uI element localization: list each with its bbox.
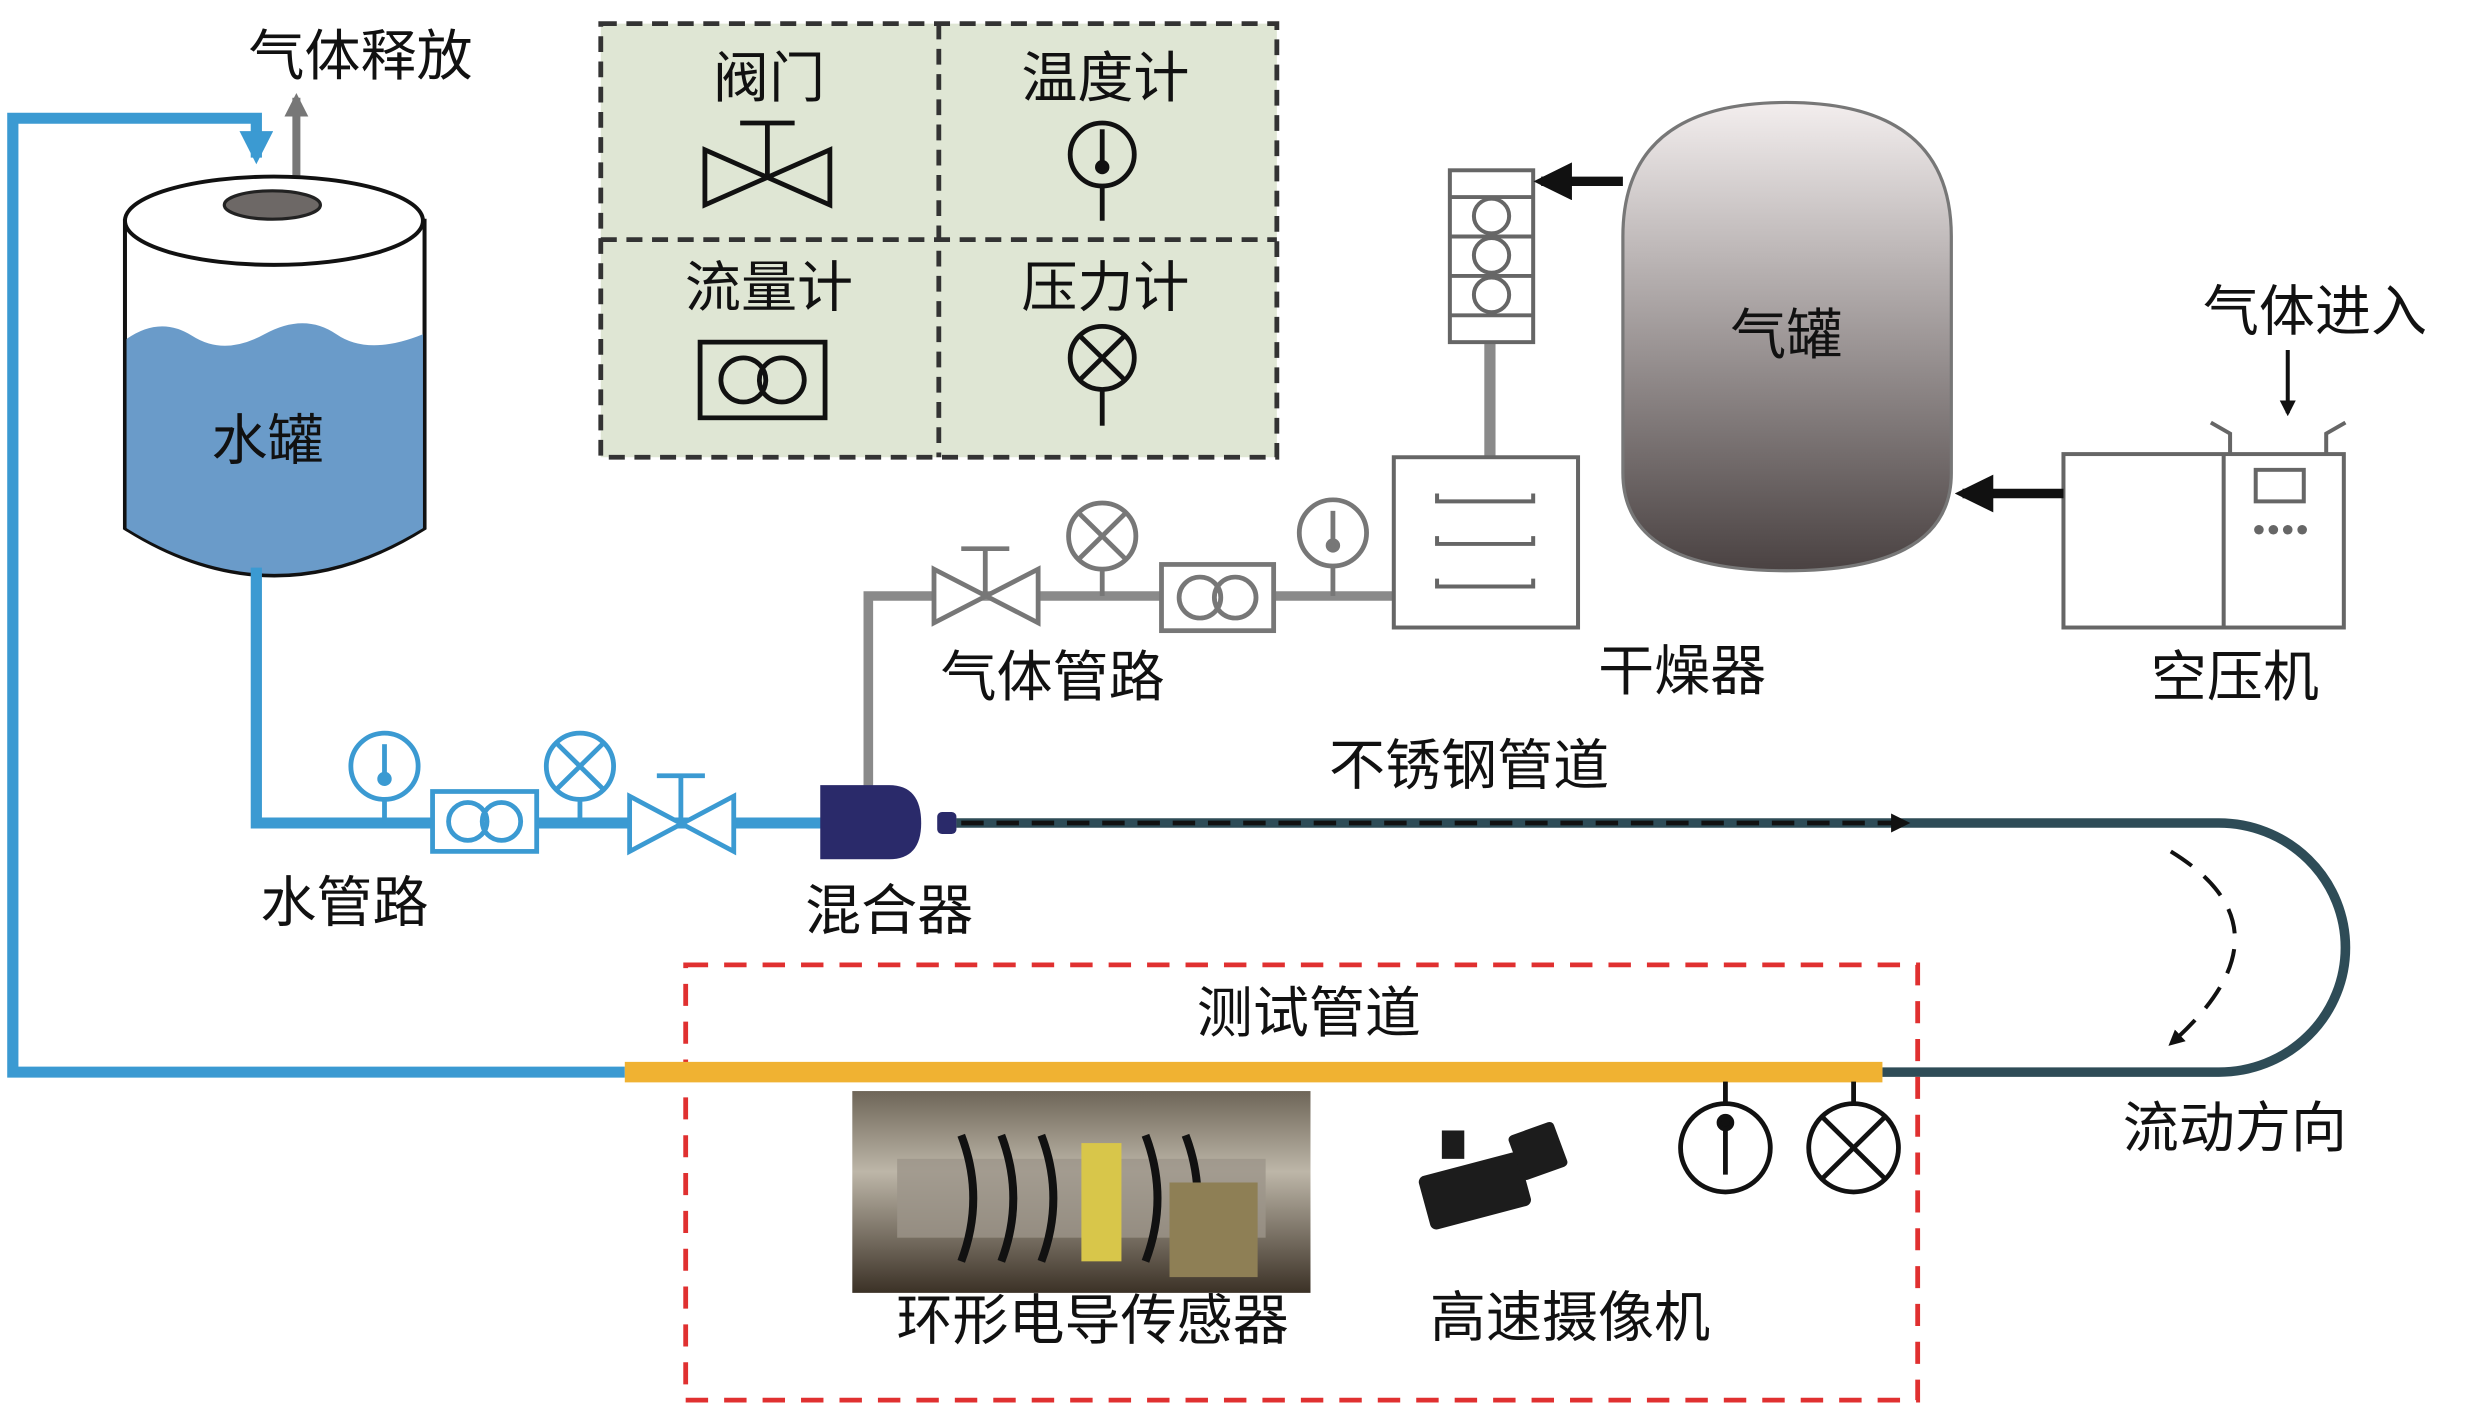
test-pressure-gauge-icon [1806,1081,1901,1195]
valve-icon [702,120,833,209]
water-line-label: 水管路 [260,871,428,935]
water-tank-label: 水罐 [211,409,323,473]
test-pipe-label: 测试管道 [1197,981,1421,1045]
gas-inlet-label: 气体进入 [2203,280,2427,344]
gas-tank: 气罐 [1621,100,1953,573]
legend-valve-label: 阀门 [713,46,825,110]
water-flowmeter-icon [430,789,540,854]
air-compressor [2061,420,2347,630]
legend-box: 阀门 温度计 流量计 压力计 [598,21,1280,460]
dryer [1391,455,1581,630]
conductance-sensor-label: 环形电导传感器 [896,1289,1288,1353]
gas-release-label: 气体释放 [248,24,472,88]
pressure-gauge-icon [1067,324,1137,426]
dryer-label: 干燥器 [1598,639,1766,703]
legend-thermometer-label: 温度计 [1021,46,1189,110]
water-line-pipe [250,567,826,829]
flow-direction-label: 流动方向 [2123,1096,2347,1160]
gas-valve-icon [931,546,1041,627]
water-pressure-gauge-icon [543,730,616,824]
gas-thermometer-icon [1296,497,1369,596]
water-thermometer-icon [348,730,421,824]
water-return-pipe [7,112,625,1078]
test-thermometer-icon [1678,1081,1773,1195]
legend-pressure-gauge-label: 压力计 [1021,256,1189,320]
high-speed-camera-icon [1418,1121,1568,1230]
gas-pressure-gauge-icon [1066,500,1139,596]
compressor-label: 空压机 [2151,646,2319,710]
thermometer-icon [1067,120,1137,221]
stainless-steel-pipe [956,818,2351,1077]
gas-line-label: 气体管路 [940,646,1164,710]
legend-flowmeter-label: 流量计 [685,256,853,320]
flow-direction-arrow [2168,849,2237,1046]
stainless-steel-pipe-label: 不锈钢管道 [1329,734,1609,798]
flowmeter-icon [697,339,828,421]
high-speed-camera-label: 高速摄像机 [1430,1286,1710,1350]
gas-flowmeter-icon [1159,562,1277,634]
test-section-box [683,962,1921,1403]
water-tank: 水罐 [122,174,427,578]
mixer-label: 混合器 [805,879,973,943]
filter-column [1447,168,1536,345]
water-valve-icon [627,773,737,856]
gas-tank-label: 气罐 [1730,303,1842,367]
mixer [820,785,957,860]
conductance-sensor-photo [852,1091,1311,1293]
